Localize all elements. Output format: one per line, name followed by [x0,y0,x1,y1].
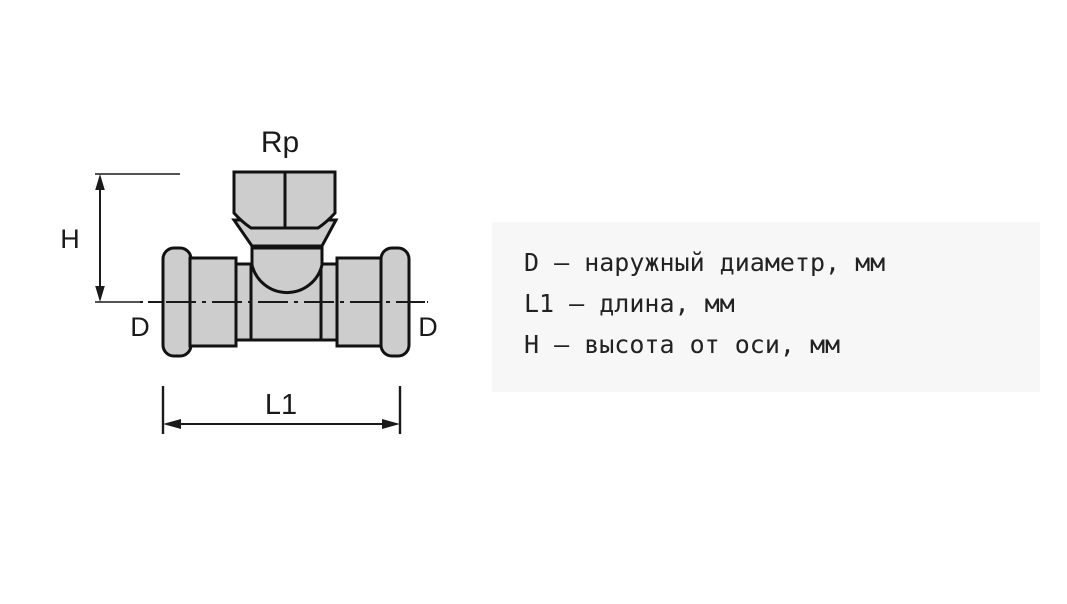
label-d-right: D [418,312,438,342]
legend-panel: D – наружный диаметр, мм L1 – длина, мм … [492,222,1040,392]
dimension-l1: L1 [161,386,402,434]
label-d-left: D [130,312,150,342]
fitting-svg: H [60,126,438,434]
label-rp: Rp [261,126,299,159]
l1-arrow-left [163,419,181,429]
legend-line-l1: L1 – длина, мм [524,289,735,318]
dimension-h: H [60,173,180,303]
label-l1: L1 [265,389,297,421]
legend-line-d: D – наружный диаметр, мм [524,248,886,277]
h-arrow-up [95,174,105,190]
branch-neck [250,246,324,295]
h-arrow-down [95,286,105,302]
legend-line-h: H – высота от оси, мм [524,330,841,359]
right-press-bead [379,246,411,358]
l1-arrow-right [382,419,400,429]
fitting-drawing: H [0,0,470,600]
fitting-geometry [161,170,425,358]
label-h: H [60,224,80,254]
